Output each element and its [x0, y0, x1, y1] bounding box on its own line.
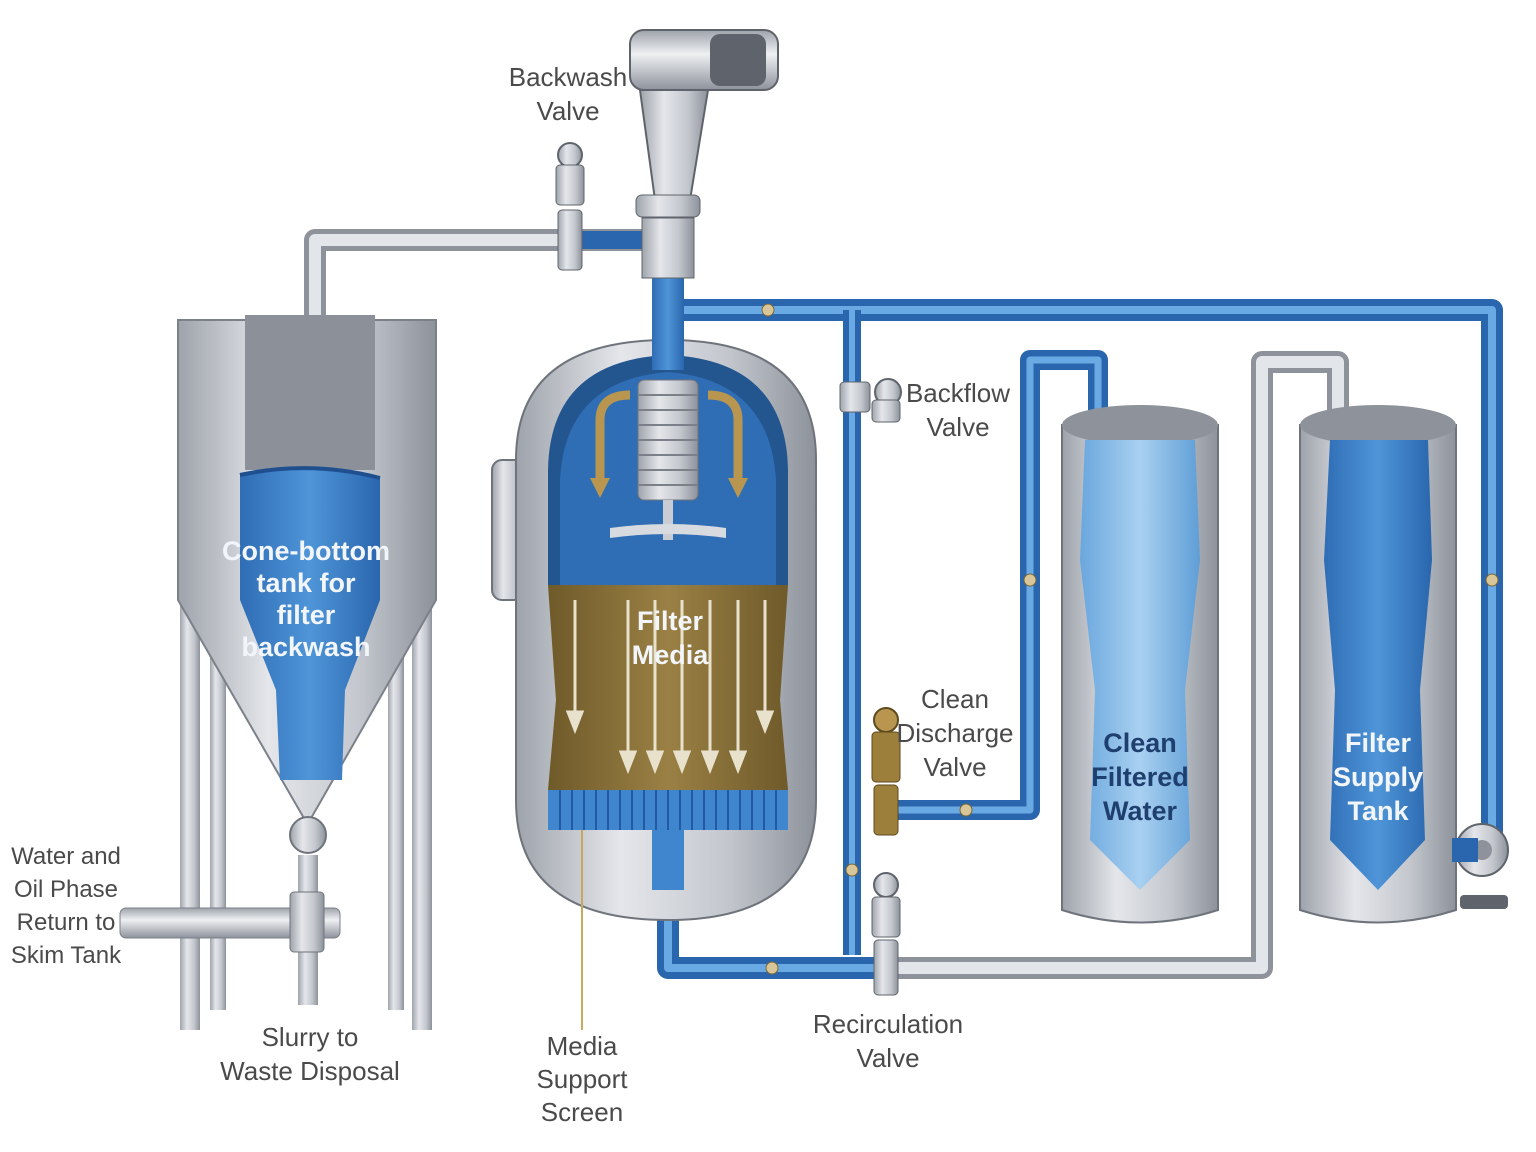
- clean-water-tank: [1061, 405, 1219, 924]
- svg-text:Tank: Tank: [1347, 796, 1409, 826]
- filter-supply-tank: [1299, 405, 1457, 924]
- svg-text:Water and: Water and: [11, 843, 121, 870]
- svg-text:Valve: Valve: [856, 1043, 919, 1073]
- backflow-valve-label: Backflow Valve: [906, 378, 1010, 442]
- svg-text:backwash: backwash: [241, 632, 370, 662]
- svg-text:Recirculation: Recirculation: [813, 1009, 963, 1039]
- svg-text:Cone-bottom: Cone-bottom: [222, 536, 390, 566]
- svg-text:Valve: Valve: [536, 96, 599, 126]
- svg-text:Supply: Supply: [1333, 762, 1423, 792]
- svg-text:Valve: Valve: [923, 752, 986, 782]
- cone-tank-label: Cone-bottom tank for filter backwash: [222, 536, 390, 662]
- motor-icon: [629, 29, 779, 279]
- svg-text:Return to: Return to: [17, 909, 116, 936]
- svg-text:Media: Media: [632, 640, 710, 670]
- svg-text:Filter: Filter: [637, 606, 704, 636]
- svg-text:Waste Disposal: Waste Disposal: [220, 1056, 400, 1086]
- svg-text:Backflow: Backflow: [906, 378, 1010, 408]
- svg-text:Discharge: Discharge: [896, 718, 1013, 748]
- svg-text:Skim Tank: Skim Tank: [11, 942, 122, 969]
- svg-text:Oil Phase: Oil Phase: [14, 876, 118, 903]
- backwash-valve[interactable]: [555, 142, 585, 271]
- svg-text:filter: filter: [277, 600, 336, 630]
- pump-icon[interactable]: [1452, 823, 1509, 909]
- media-support-screen-label: Media Support Screen: [536, 830, 628, 1127]
- svg-text:Clean: Clean: [921, 684, 989, 714]
- recirculation-valve-label: Recirculation Valve: [813, 1009, 963, 1073]
- svg-text:Support: Support: [536, 1064, 628, 1094]
- cone-bottom-tank: [119, 315, 437, 1030]
- svg-text:Filter: Filter: [1345, 728, 1412, 758]
- supply-tank-label: Filter Supply Tank: [1333, 728, 1423, 826]
- clean-discharge-valve[interactable]: [871, 707, 901, 836]
- filter-vessel: [491, 270, 817, 922]
- clean-water-label: Clean Filtered Water: [1091, 728, 1189, 826]
- backwash-valve-label: Backwash Valve: [509, 62, 628, 126]
- water-oil-return-label: Water and Oil Phase Return to Skim Tank: [11, 843, 122, 969]
- svg-text:Filtered: Filtered: [1091, 762, 1189, 792]
- svg-text:Valve: Valve: [926, 412, 989, 442]
- backflow-valve[interactable]: [839, 378, 902, 423]
- svg-text:Media: Media: [547, 1031, 618, 1061]
- recirculation-valve[interactable]: [871, 872, 901, 996]
- svg-text:Clean: Clean: [1103, 728, 1177, 758]
- slurry-label: Slurry to Waste Disposal: [220, 1022, 400, 1086]
- svg-text:Water: Water: [1103, 796, 1178, 826]
- filter-media-label: Filter Media: [632, 606, 710, 670]
- svg-text:tank for: tank for: [256, 568, 356, 598]
- svg-text:Screen: Screen: [541, 1097, 623, 1127]
- clean-discharge-valve-label: Clean Discharge Valve: [896, 684, 1013, 782]
- svg-text:Backwash: Backwash: [509, 62, 628, 92]
- svg-text:Slurry to: Slurry to: [262, 1022, 359, 1052]
